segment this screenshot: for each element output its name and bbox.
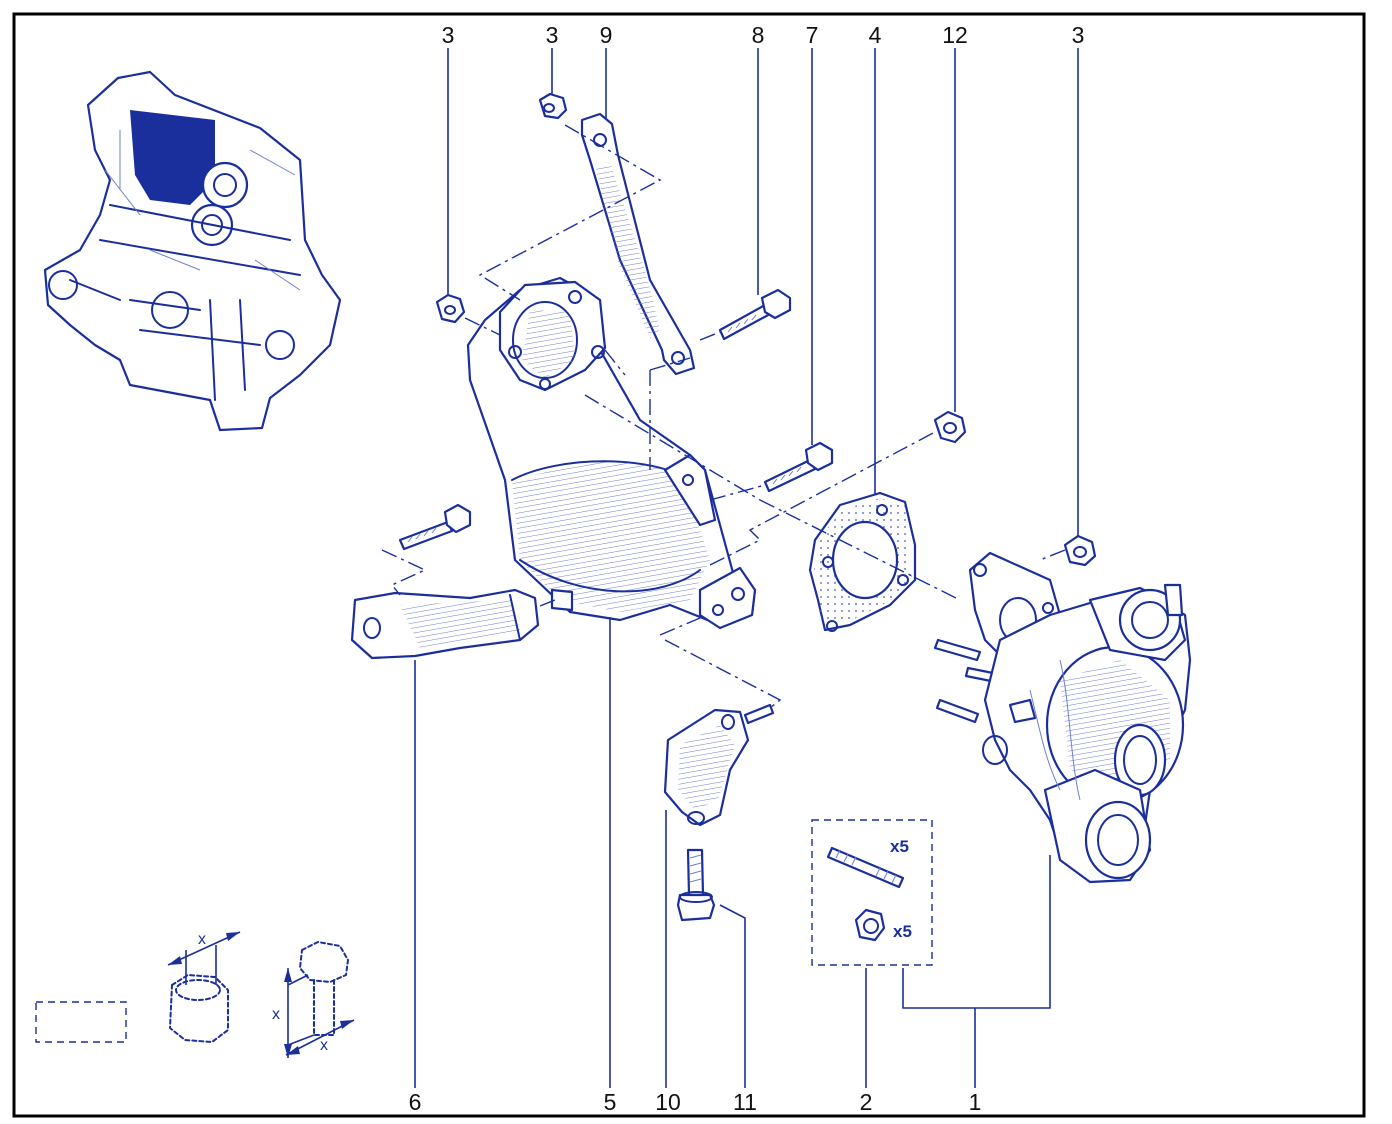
nut-dimension-label: x: [198, 931, 206, 948]
gasket-4: [808, 491, 917, 632]
nut-right-turbo: [1063, 534, 1097, 567]
bolt-8: [718, 288, 792, 341]
callout-9-strap: 9: [600, 22, 613, 48]
bolt-shank-dimension-label: x: [320, 1037, 328, 1054]
callout-7-bolt: 7: [806, 22, 819, 48]
bolt-support: [398, 503, 472, 551]
diagram-frame: [12, 12, 1366, 1118]
nut-top-strap: [538, 92, 568, 120]
assembly-lines: [381, 124, 1066, 709]
kit-nut: [854, 908, 886, 942]
callout-1-turbo: 1: [969, 1089, 982, 1115]
bolt-11: [676, 848, 716, 922]
callout-3-nut-left: 3: [442, 22, 455, 48]
small-bracket-10: [663, 703, 775, 827]
nut-12: [933, 410, 967, 444]
callout-6-bracket: 6: [409, 1089, 422, 1115]
callout-5-catalyst: 5: [604, 1089, 617, 1115]
turbocharger: [933, 551, 1192, 884]
bracket-strap: [580, 112, 696, 376]
dimension-key: x x x: [35, 931, 355, 1058]
leader-lines: [414, 48, 1079, 1088]
support-bracket-6: [350, 588, 540, 660]
kit-stud: [826, 846, 905, 889]
bolt-dimension-icon: [284, 941, 355, 1058]
kit-2: x5 x5: [811, 819, 933, 966]
callout-8-bolt: 8: [752, 22, 765, 48]
bolt-head-dimension-label: x: [272, 1006, 280, 1023]
callouts-bottom: 6 5 10 11 2 1: [409, 1089, 982, 1115]
callout-11-bolt: 11: [733, 1089, 757, 1115]
kit-nut-qty: x5: [893, 922, 912, 941]
callout-12-nut: 12: [942, 22, 968, 48]
callout-4-gasket: 4: [869, 22, 882, 48]
callout-3-nut-top: 3: [546, 22, 559, 48]
catalytic-converter: [466, 276, 757, 630]
legend-dashed-box: [35, 1001, 127, 1043]
kit-box: [811, 819, 933, 966]
engine-thumbnail: [43, 70, 342, 432]
callout-10-bracket: 10: [655, 1089, 681, 1115]
callout-3-nut-right: 3: [1072, 22, 1085, 48]
bolt-7: [763, 441, 834, 493]
kit-stud-qty: x5: [890, 837, 909, 856]
nut-dimension-icon: [167, 931, 241, 1043]
callout-2-kit: 2: [860, 1089, 873, 1115]
nut-left-catalyst: [435, 293, 466, 324]
callouts-top: 3 3 9 8 7 4 12 3: [442, 22, 1085, 48]
